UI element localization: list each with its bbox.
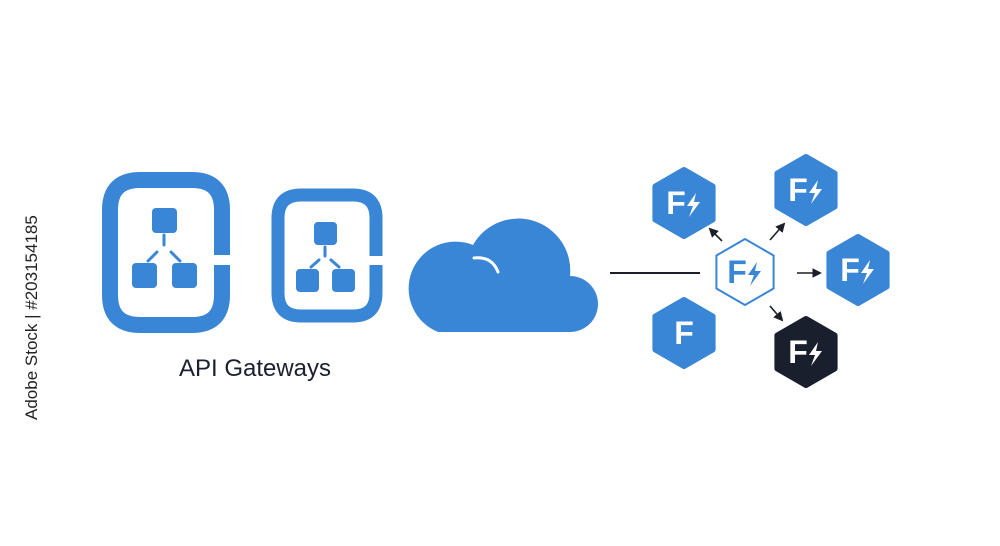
api-gateways-caption: API Gateways — [178, 355, 332, 382]
function-letter: F — [666, 185, 686, 221]
function-letter: F — [674, 315, 694, 351]
api-gateway-large-icon — [102, 172, 230, 333]
lightning-icon — [861, 260, 874, 284]
function-letter: F — [788, 172, 808, 208]
lightning-icon — [748, 262, 761, 286]
function-letter: F — [788, 334, 808, 370]
function-icon-top-right: F — [774, 154, 838, 226]
lightning-icon — [687, 193, 700, 217]
lightning-icon — [809, 342, 822, 366]
api-gateway-small-icon — [271, 188, 383, 323]
function-icon-bottom-right: F — [774, 316, 838, 388]
function-icon-bottom-left: F — [652, 297, 716, 369]
arrow-down-right — [769, 305, 784, 322]
arrow-up-left — [708, 227, 723, 242]
stock-credit: Adobe Stock | #203154185 — [22, 215, 41, 420]
function-letter: F — [727, 254, 747, 290]
cloud-icon — [408, 218, 598, 332]
function-icon-right: F — [826, 234, 890, 306]
function-hub-icon: F — [715, 238, 775, 306]
arrow-up-right — [769, 222, 786, 241]
lightning-icon — [809, 180, 822, 204]
arrows — [708, 222, 822, 322]
function-letter: F — [840, 252, 860, 288]
function-icon-top-left: F — [652, 167, 716, 239]
